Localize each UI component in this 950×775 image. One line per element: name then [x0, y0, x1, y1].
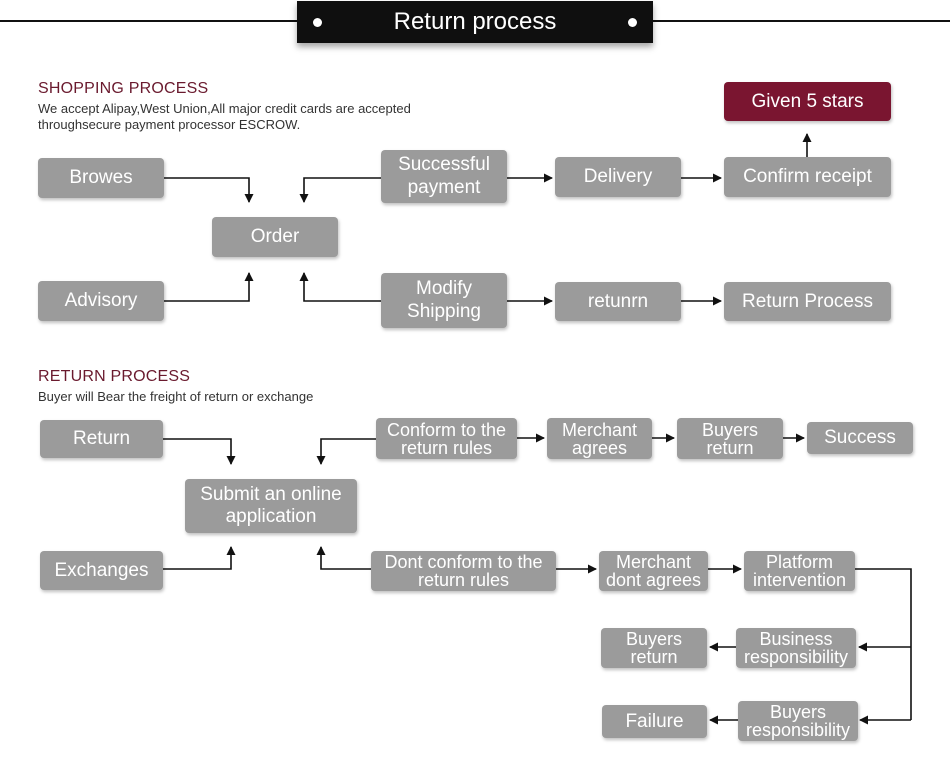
- arrow-return-submit: [163, 438, 236, 465]
- shopping-section-title: SHOPPING PROCESS: [38, 80, 209, 97]
- node-label: Modify: [416, 278, 472, 299]
- page-title-banner: Return process: [297, 1, 653, 43]
- node-submit-application: Submit an online application: [185, 479, 357, 533]
- node-label: responsibility: [745, 720, 851, 740]
- node-label: Confirm receipt: [743, 166, 872, 187]
- node-delivery: Delivery: [555, 157, 681, 197]
- header-rule-left: [0, 20, 297, 22]
- node-returnn: retunrn: [555, 282, 681, 321]
- node-buyers-return: Buyers return: [677, 418, 783, 459]
- arrow-advisory-order: [164, 272, 254, 302]
- return-section-title: RETURN PROCESS: [38, 368, 191, 385]
- node-label: Business: [759, 629, 833, 649]
- arrow-dontconform-submit: [316, 546, 371, 570]
- node-label: Dont conform to the: [384, 552, 543, 572]
- node-label: Given 5 stars: [751, 90, 864, 112]
- arrow-modify-order: [299, 272, 381, 302]
- shopping-subtitle-line: throughsecure payment processor ESCROW.: [38, 117, 301, 132]
- node-label: payment: [407, 177, 481, 198]
- node-label: Exchanges: [54, 559, 149, 581]
- node-dont-conform-rules: Dont conform to the return rules: [371, 551, 556, 591]
- node-buyers-responsibility: Buyers responsibility: [738, 701, 858, 741]
- return-section-subtitle: Buyer will Bear the freight of return or…: [38, 389, 314, 404]
- node-label: retunrn: [587, 290, 649, 312]
- node-label: Order: [250, 226, 300, 247]
- node-label: responsibility: [743, 647, 849, 667]
- node-conform-rules: Conform to the return rules: [376, 418, 517, 459]
- node-label: Buyers: [625, 629, 683, 649]
- arrow-exchanges-submit: [163, 546, 236, 570]
- node-label: agrees: [571, 437, 628, 458]
- arrow-platform-branch: [855, 568, 912, 720]
- node-label: Return Process: [742, 290, 873, 312]
- page-title: Return process: [393, 8, 557, 35]
- node-platform-intervention: Platform intervention: [744, 551, 855, 591]
- node-order: Order: [212, 217, 338, 257]
- arrow-conform-submit: [316, 438, 376, 465]
- arrow-browes-order: [164, 177, 254, 203]
- node-label: Browes: [69, 167, 133, 188]
- node-label: Platform: [765, 552, 834, 572]
- node-label: Merchant: [561, 419, 638, 440]
- node-buyers-return-b: Buyers return: [601, 628, 707, 668]
- node-label: application: [225, 506, 317, 527]
- node-merchant-dont-agrees: Merchant dont agrees: [599, 551, 708, 591]
- node-label: intervention: [752, 570, 847, 590]
- node-label: Shipping: [407, 301, 481, 322]
- node-confirm-receipt: Confirm receipt: [724, 157, 891, 197]
- node-label: Merchant: [615, 552, 692, 572]
- node-label: Buyers: [701, 419, 759, 440]
- node-browes: Browes: [38, 158, 164, 198]
- node-failure: Failure: [602, 705, 707, 738]
- node-modify-shipping: Modify Shipping: [381, 273, 507, 328]
- node-label: Successful: [398, 154, 490, 175]
- node-exchanges: Exchanges: [40, 551, 163, 590]
- shopping-subtitle-line: We accept Alipay,West Union,All major cr…: [38, 101, 411, 116]
- arrow-payment-order: [299, 177, 381, 203]
- node-label: return: [706, 437, 754, 458]
- node-label: Advisory: [64, 290, 138, 311]
- node-business-responsibility: Business responsibility: [736, 628, 856, 668]
- node-label: Return: [72, 428, 131, 449]
- bullet-icon: [313, 18, 322, 27]
- node-success: Success: [807, 422, 913, 454]
- node-label: dont agrees: [605, 570, 702, 590]
- node-return: Return: [40, 420, 163, 458]
- node-advisory: Advisory: [38, 281, 164, 321]
- shopping-section-subtitle: We accept Alipay,West Union,All major cr…: [38, 101, 411, 133]
- node-label: return rules: [417, 570, 510, 590]
- node-successful-payment: Successful payment: [381, 150, 507, 203]
- node-given-5-stars: Given 5 stars: [724, 82, 891, 121]
- node-label: Success: [824, 427, 896, 448]
- node-return-process: Return Process: [724, 282, 891, 321]
- node-label: Failure: [625, 710, 684, 732]
- node-label: return rules: [400, 437, 493, 458]
- node-label: Conform to the: [386, 419, 507, 440]
- node-label: return: [630, 647, 678, 667]
- bullet-icon: [628, 18, 637, 27]
- header-rule-right: [653, 20, 950, 22]
- node-label: Buyers: [769, 702, 827, 722]
- node-label: Delivery: [583, 166, 653, 187]
- node-label: Submit an online: [200, 484, 342, 505]
- node-merchant-agrees: Merchant agrees: [547, 418, 652, 459]
